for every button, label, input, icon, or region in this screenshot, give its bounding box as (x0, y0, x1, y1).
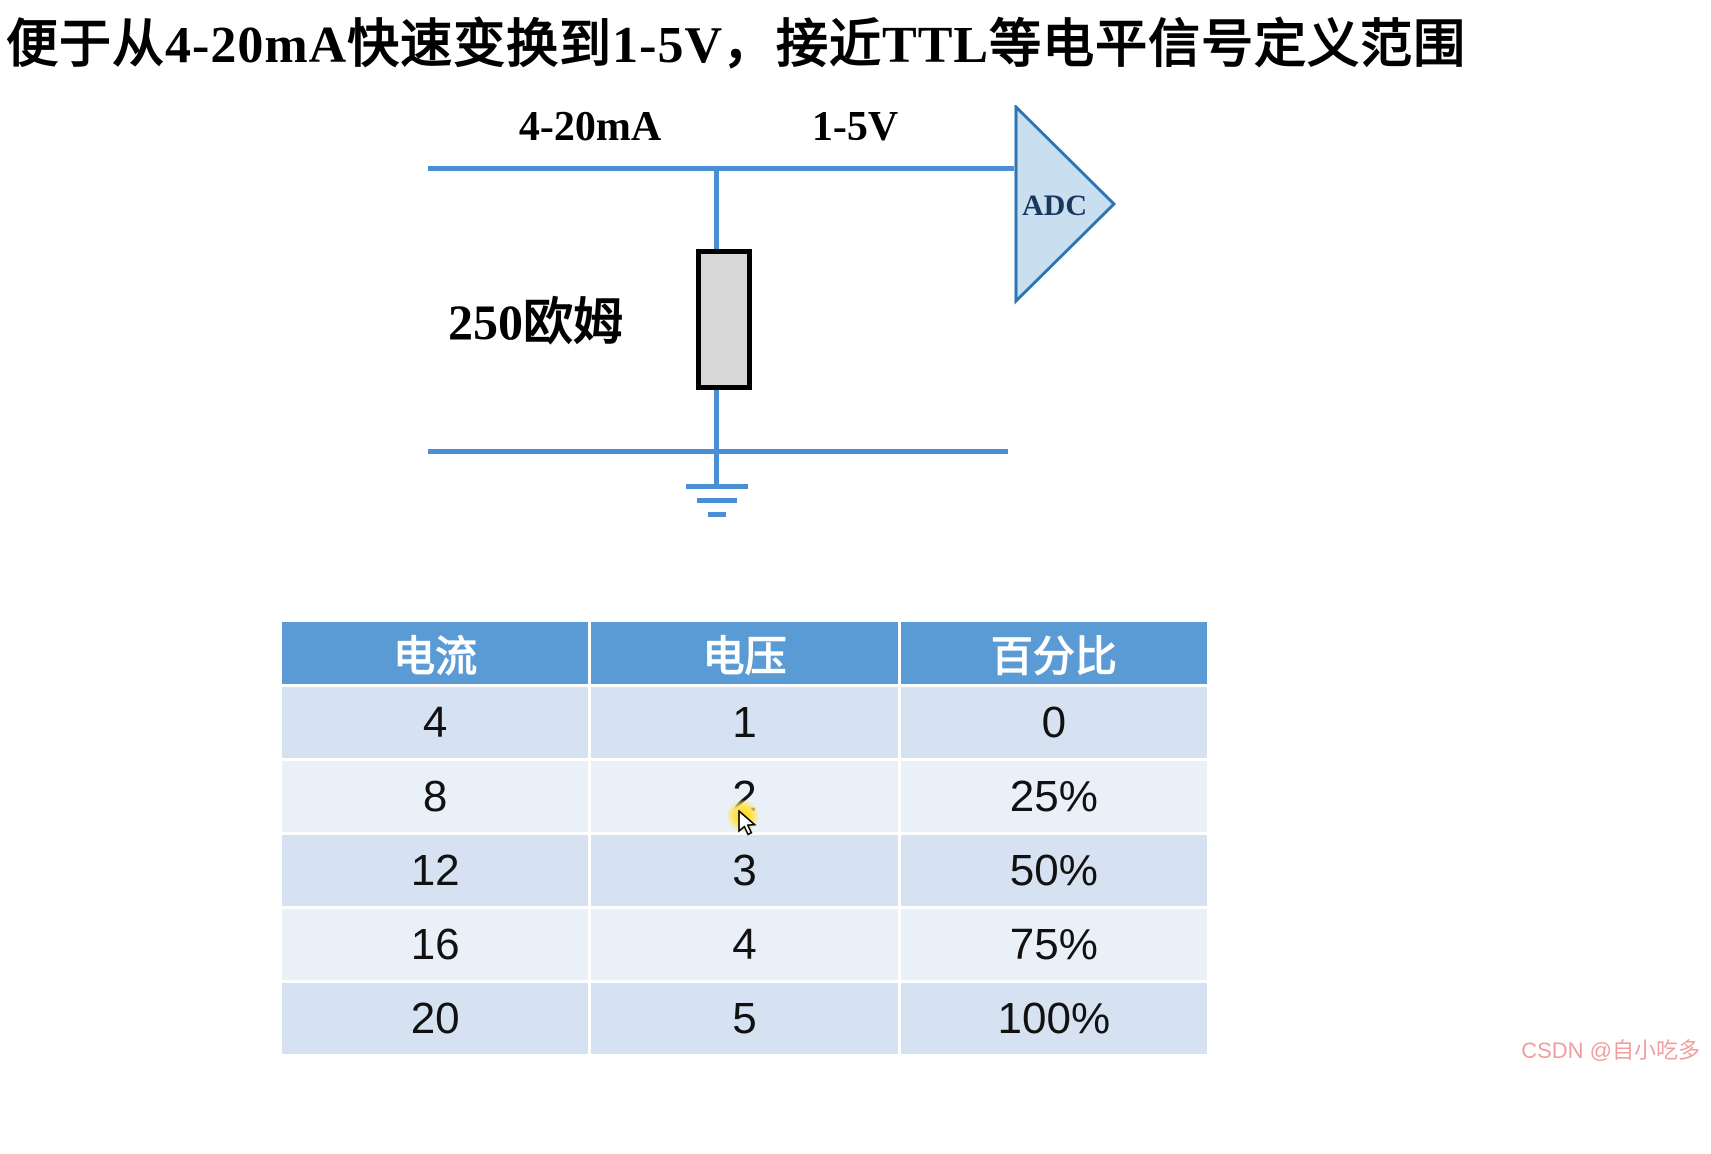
table-cell: 12 (282, 835, 589, 906)
return-wire-bottom (428, 449, 1008, 454)
table-cell: 50% (900, 835, 1207, 906)
watermark: CSDN @自小吃多 (1521, 1038, 1700, 1063)
table-cell: 20 (282, 983, 589, 1054)
adc-shape (1014, 105, 1117, 305)
table-cell: 0 (900, 687, 1207, 758)
col-header-voltage: 电压 (591, 622, 898, 684)
mouse-cursor (738, 810, 757, 836)
signal-wire-top (428, 166, 1014, 171)
table-cell: 25% (900, 761, 1207, 832)
conversion-table: 电流 电压 百分比 4 1 0 8 2 25% 12 3 50% 16 4 75… (282, 622, 1207, 1054)
table-cell: 8 (282, 761, 589, 832)
current-range-label: 4-20mA (518, 104, 662, 150)
table-cell: 1 (591, 687, 898, 758)
table-cell: 100% (900, 983, 1207, 1054)
adc-triangle: ADC (1014, 105, 1117, 305)
table-cell: 75% (900, 909, 1207, 980)
table-cell: 16 (282, 909, 589, 980)
page-title: 便于从4-20mA快速变换到1-5V，接近TTL等电平信号定义范围 (6, 17, 1467, 74)
voltage-range-label: 1-5V (811, 104, 899, 150)
table-cell: 4 (591, 909, 898, 980)
resistor-value-label: 250欧姆 (448, 294, 623, 350)
col-header-percentage: 百分比 (900, 622, 1207, 684)
adc-label: ADC (1022, 189, 1087, 222)
col-header-current: 电流 (282, 622, 589, 684)
table-cell: 5 (591, 983, 898, 1054)
table-cell: 4 (282, 687, 589, 758)
table-cell: 3 (591, 835, 898, 906)
resistor-symbol (696, 249, 752, 390)
